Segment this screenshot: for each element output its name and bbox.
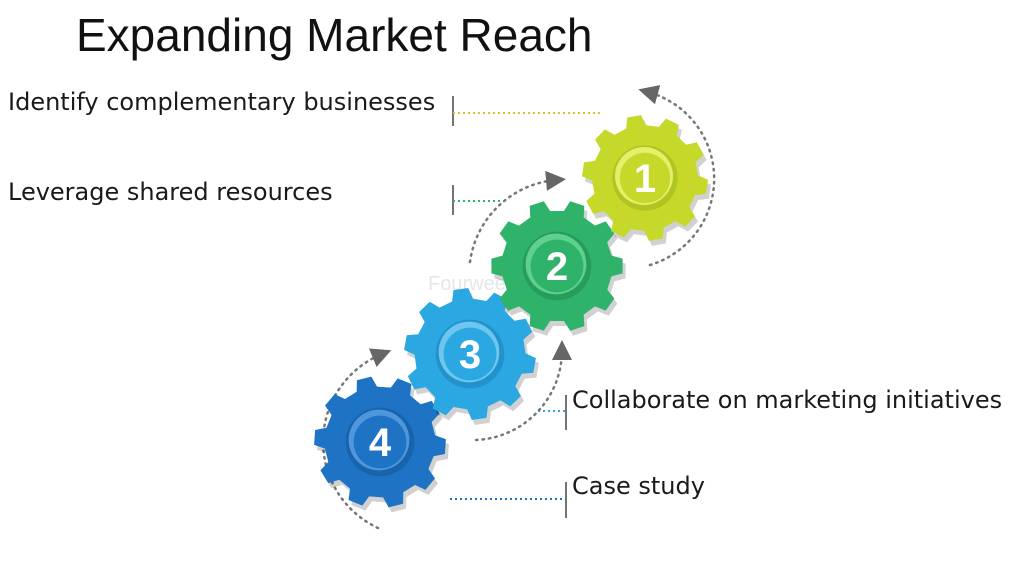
step-2-label: Leverage shared resources — [8, 178, 333, 206]
gear-layer: 4 3 2 1 — [314, 115, 711, 513]
gear-2-hub-center — [530, 239, 584, 293]
step-3-label: Collaborate on marketing initiatives — [572, 386, 1003, 414]
connector-1 — [452, 96, 600, 126]
connector-2 — [452, 185, 500, 215]
connector-3 — [538, 395, 567, 430]
step-1-label: Identify complementary businesses — [8, 88, 436, 116]
rotation-arc-3 — [474, 340, 573, 442]
gear-1-hub-center — [619, 152, 671, 204]
rotation-arc-2 — [468, 170, 566, 264]
gear-1: 1 — [582, 115, 711, 246]
gear-4: 4 — [314, 376, 449, 513]
gear-2-number: 2 — [546, 245, 568, 289]
gear-3: 3 — [404, 288, 539, 425]
gear-1-number: 1 — [634, 157, 656, 201]
gear-4-hub-center — [353, 415, 407, 469]
rotation-arc-1 — [638, 85, 716, 267]
gear-4-number: 4 — [369, 421, 392, 465]
gear-3-number: 3 — [459, 333, 481, 377]
page-title: Expanding Market Reach — [76, 9, 593, 61]
gear-2: 2 — [491, 201, 626, 336]
step-4-label: Case study — [572, 472, 705, 500]
gear-3-hub-center — [443, 327, 497, 381]
connector-4 — [450, 482, 567, 518]
